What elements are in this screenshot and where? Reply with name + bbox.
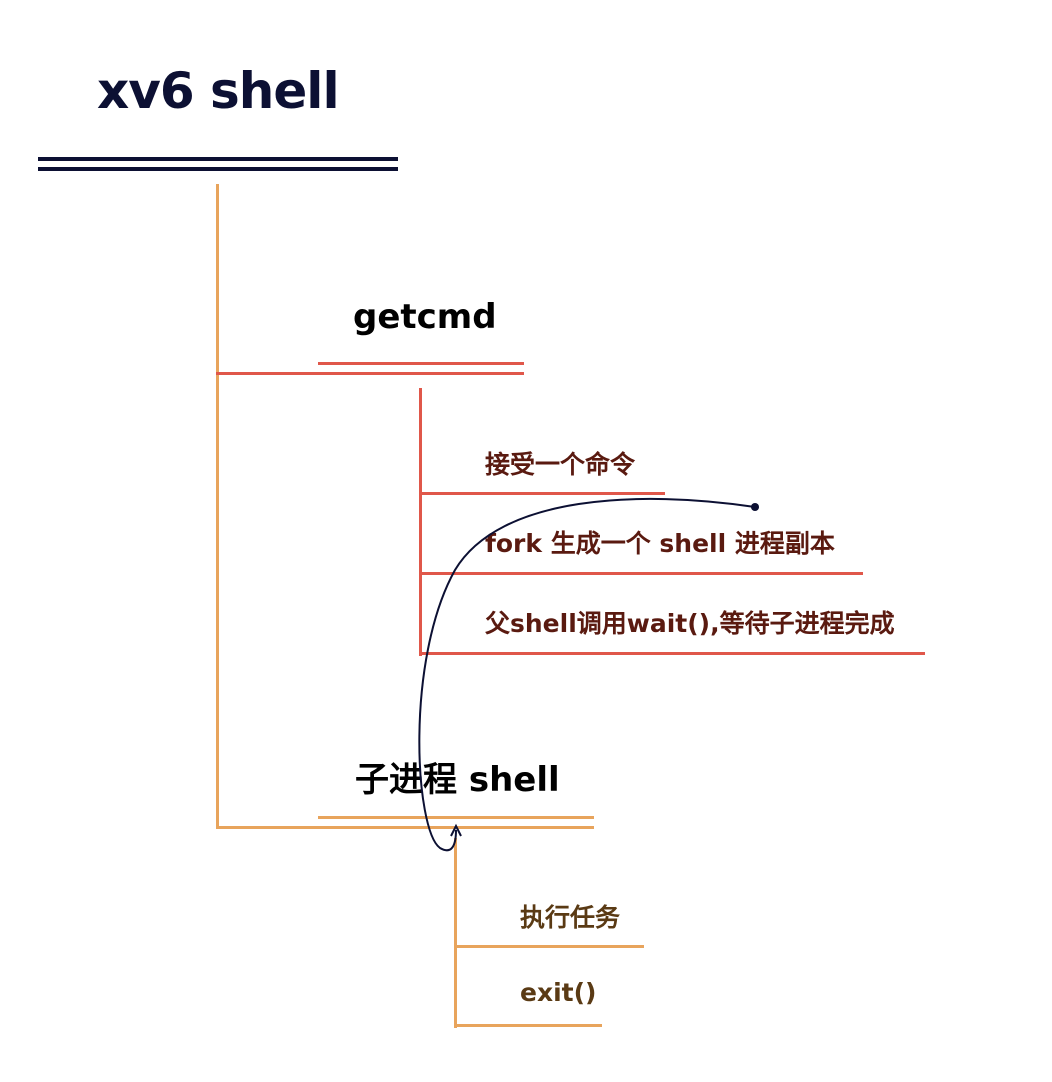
root-title: xv6 shell [97, 62, 340, 120]
fork-connector-start-dot [751, 503, 759, 511]
child-shell-underline [318, 816, 594, 819]
child-shell-child-1-line [454, 945, 644, 948]
getcmd-child-accept-command: 接受一个命令 [485, 450, 636, 479]
child-shell-title: 子进程 shell [355, 760, 560, 800]
getcmd-underline [318, 362, 524, 365]
child-shell-children-trunk [454, 838, 457, 1028]
getcmd-child-3-line [419, 652, 925, 655]
root-underline-top [38, 157, 398, 161]
child-shell-child-exit: exit() [520, 978, 597, 1007]
child-shell-branch-line [216, 826, 594, 829]
root-underline-bottom [38, 167, 398, 171]
getcmd-child-2-line [419, 572, 863, 575]
getcmd-child-parent-wait: 父shell调用wait(),等待子进程完成 [485, 609, 895, 638]
getcmd-branch-line [216, 372, 524, 375]
getcmd-child-fork: fork 生成一个 shell 进程副本 [485, 529, 835, 558]
getcmd-title: getcmd [353, 297, 497, 337]
getcmd-child-1-line [419, 492, 665, 495]
root-trunk-line [216, 184, 219, 829]
child-shell-child-execute-task: 执行任务 [520, 903, 621, 932]
child-shell-child-2-line [454, 1024, 602, 1027]
getcmd-children-trunk [419, 388, 422, 656]
